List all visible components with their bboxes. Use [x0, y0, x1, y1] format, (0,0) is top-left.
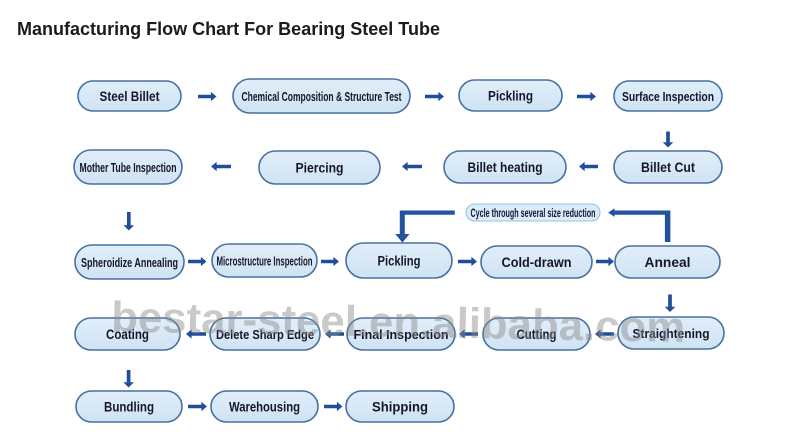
svg-text:Manufacturing Flow Chart For B: Manufacturing Flow Chart For Bearing Ste… [17, 19, 440, 39]
svg-text:Straightening: Straightening [633, 326, 710, 341]
svg-text:Bundling: Bundling [104, 399, 154, 414]
svg-text:Delete Sharp Edge: Delete Sharp Edge [216, 327, 314, 342]
svg-text:Pickling: Pickling [488, 88, 533, 103]
svg-text:Cutting: Cutting [517, 327, 557, 342]
svg-text:Shipping: Shipping [372, 399, 428, 414]
svg-text:Billet Cut: Billet Cut [641, 160, 695, 175]
svg-text:Cold-drawn: Cold-drawn [502, 255, 572, 270]
svg-text:Billet heating: Billet heating [468, 160, 543, 175]
svg-text:Steel Billet: Steel Billet [100, 89, 160, 104]
svg-text:Warehousing: Warehousing [229, 399, 300, 414]
svg-text:Microstructure Inspection: Microstructure Inspection [217, 253, 313, 268]
svg-text:Coating: Coating [106, 327, 149, 342]
svg-text:bestar-steel.en.alibaba.com: bestar-steel.en.alibaba.com [111, 294, 686, 353]
svg-text:Anneal: Anneal [645, 255, 691, 270]
svg-text:Pickling: Pickling [378, 253, 421, 268]
svg-text:Piercing: Piercing [296, 160, 344, 175]
svg-text:Final Inspection: Final Inspection [354, 327, 449, 342]
svg-text:Surface Inspection: Surface Inspection [622, 89, 714, 104]
svg-text:Chemical Composition & Structu: Chemical Composition & Structure Test [242, 89, 402, 104]
svg-text:Spheroidize Annealing: Spheroidize Annealing [81, 255, 178, 270]
svg-text:Mother Tube Inspection: Mother Tube Inspection [80, 160, 177, 175]
svg-text:Cycle through several size red: Cycle through several size reduction [471, 206, 596, 220]
